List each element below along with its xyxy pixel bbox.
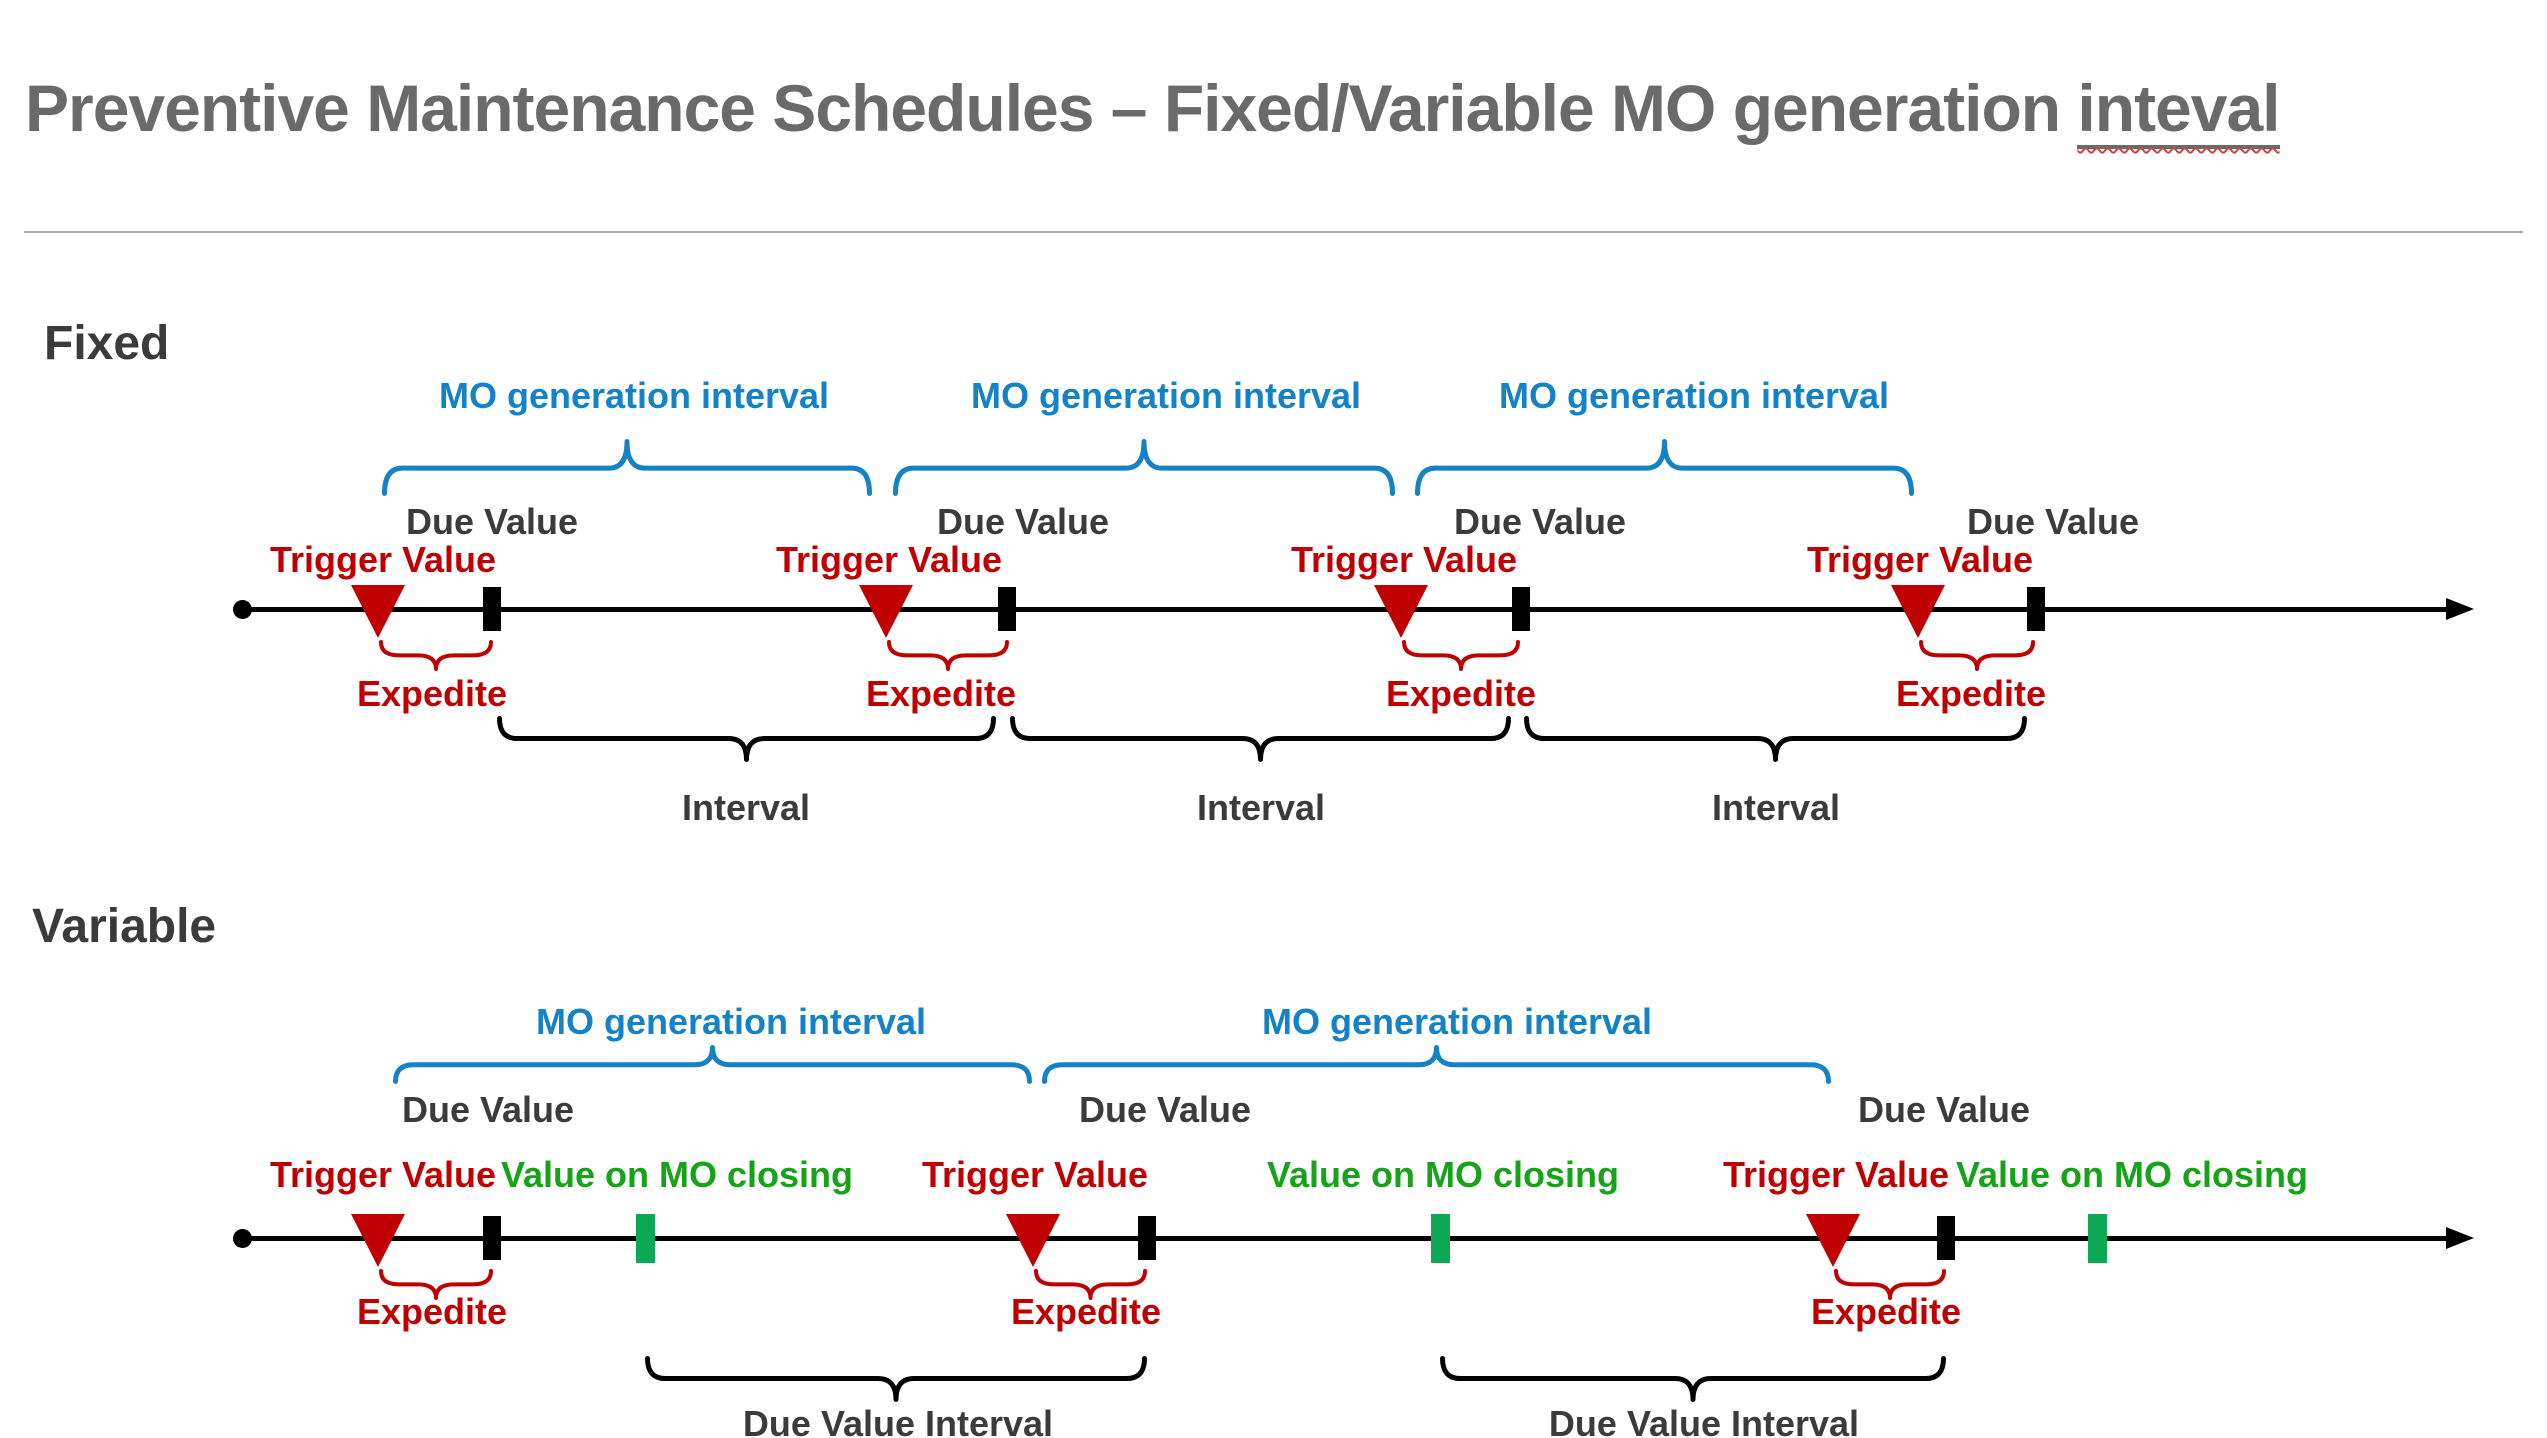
due-marker	[1512, 587, 1530, 631]
expedite-brace	[1919, 640, 2035, 672]
mo-closing-marker	[2088, 1214, 2107, 1263]
due-value-interval-label: Due Value Interval	[1548, 1403, 1860, 1438]
due-value-label: Due Value	[405, 501, 579, 542]
due-value-label: Due Value	[1966, 501, 2140, 542]
trigger-value-label: Trigger Value	[1806, 539, 2034, 580]
mo-generation-interval-label: MO generation interval	[1498, 375, 1890, 416]
trigger-value-label: Trigger Value	[269, 539, 497, 580]
due-value-interval-brace	[645, 1356, 1147, 1403]
mo-generation-interval-label: MO generation interval	[535, 1001, 927, 1042]
value-on-mo-closing-label: Value on MO closing	[500, 1154, 854, 1195]
interval-label: Interval	[1711, 787, 1841, 828]
due-value-label: Due Value	[1078, 1089, 1252, 1130]
mo-generation-interval-brace	[1042, 1044, 1831, 1084]
mo-generation-interval-label: MO generation interval	[970, 375, 1362, 416]
trigger-marker-icon	[1006, 1214, 1060, 1267]
timeline	[242, 1236, 2455, 1241]
due-value-label: Due Value	[1857, 1089, 2031, 1130]
trigger-value-label: Trigger Value	[1290, 539, 1518, 580]
due-marker	[998, 587, 1016, 631]
trigger-marker-icon	[859, 585, 913, 638]
trigger-marker-icon	[1374, 585, 1428, 638]
mo-generation-interval-brace	[393, 1044, 1032, 1084]
timeline-arrowhead-icon	[2446, 598, 2474, 620]
expedite-label: Expedite	[356, 1291, 508, 1332]
expedite-brace	[1034, 1269, 1147, 1301]
due-value-label: Due Value	[401, 1089, 575, 1130]
interval-label: Interval	[1196, 787, 1326, 828]
value-on-mo-closing-label: Value on MO closing	[1955, 1154, 2309, 1195]
due-marker	[2027, 587, 2045, 631]
interval-brace	[1524, 716, 2027, 763]
due-value-label: Due Value	[936, 501, 1110, 542]
fixed-heading: Fixed	[44, 317, 170, 370]
expedite-label: Expedite	[1385, 673, 1537, 714]
expedite-label: Expedite	[865, 673, 1017, 714]
mo-generation-interval-brace	[893, 438, 1395, 496]
expedite-label: Expedite	[1010, 1291, 1162, 1332]
expedite-label: Expedite	[1895, 673, 2047, 714]
due-marker	[1937, 1216, 1955, 1260]
trigger-marker-icon	[351, 1214, 405, 1267]
due-marker	[483, 1216, 501, 1260]
due-value-label: Due Value	[1453, 501, 1627, 542]
trigger-value-label: Trigger Value	[921, 1154, 1149, 1195]
expedite-brace	[379, 1269, 493, 1301]
title-divider	[24, 231, 2523, 233]
trigger-value-label: Trigger Value	[775, 539, 1003, 580]
mo-closing-marker	[636, 1214, 655, 1263]
expedite-label: Expedite	[1810, 1291, 1962, 1332]
trigger-value-label: Trigger Value	[269, 1154, 497, 1195]
timeline	[242, 607, 2455, 612]
due-marker	[483, 587, 501, 631]
trigger-marker-icon	[1806, 1214, 1860, 1267]
expedite-brace	[379, 640, 493, 672]
slide-title-misspelled-word: inteval	[2077, 71, 2281, 149]
mo-closing-marker	[1431, 1214, 1450, 1263]
due-value-interval-brace	[1440, 1356, 1946, 1403]
due-value-interval-label: Due Value Interval	[742, 1403, 1054, 1438]
trigger-marker-icon	[1891, 585, 1945, 638]
interval-label: Interval	[681, 787, 811, 828]
expedite-brace	[887, 640, 1009, 672]
expedite-brace	[1402, 640, 1520, 672]
mo-generation-interval-brace	[1415, 438, 1914, 496]
interval-brace	[497, 716, 996, 763]
trigger-marker-icon	[351, 585, 405, 638]
value-on-mo-closing-label: Value on MO closing	[1266, 1154, 1620, 1195]
mo-generation-interval-label: MO generation interval	[1261, 1001, 1653, 1042]
expedite-brace	[1834, 1269, 1946, 1301]
slide-title: Preventive Maintenance Schedules – Fixed…	[25, 70, 2281, 149]
slide-title-text: Preventive Maintenance Schedules – Fixed…	[25, 71, 2078, 145]
mo-generation-interval-label: MO generation interval	[438, 375, 830, 416]
expedite-label: Expedite	[356, 673, 508, 714]
mo-generation-interval-brace	[382, 438, 872, 496]
timeline-arrowhead-icon	[2446, 1227, 2474, 1249]
due-marker	[1138, 1216, 1156, 1260]
interval-brace	[1010, 716, 1511, 763]
trigger-value-label: Trigger Value	[1722, 1154, 1950, 1195]
variable-heading: Variable	[32, 900, 217, 953]
